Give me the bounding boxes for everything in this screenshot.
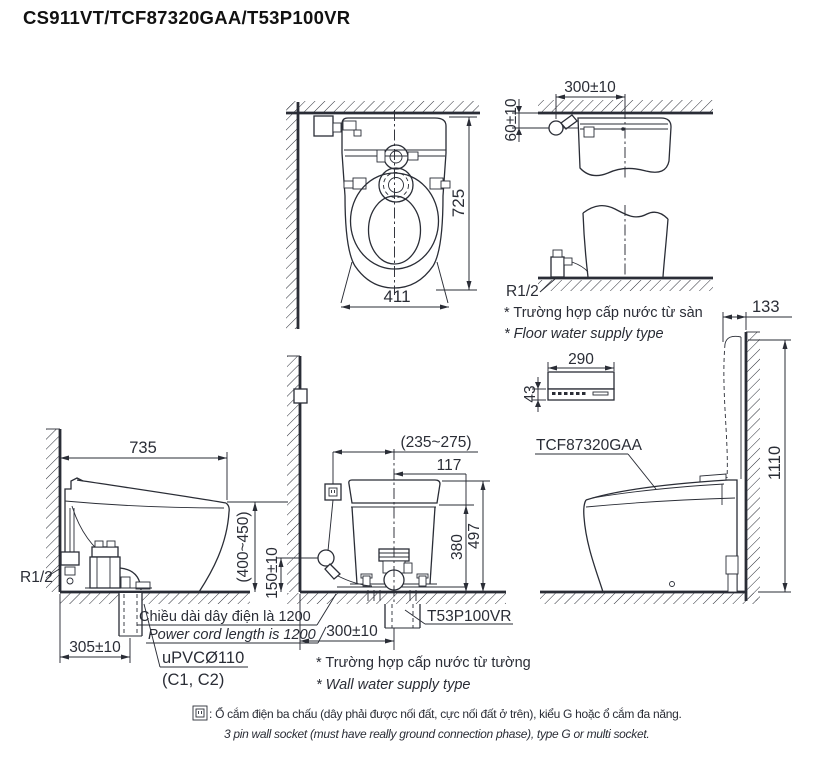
rear-wall-supply-view: (235~275) 117 497 380 (400~450) 150±10 3…: [227, 355, 531, 693]
wall-hatch-right: [747, 332, 760, 601]
socket-symbol: [324, 452, 342, 552]
washlet-model-label: TCF87320GAA: [536, 437, 643, 454]
thread-label-floor: R1/2: [506, 283, 539, 300]
dim-depth-label: 735: [129, 439, 157, 457]
socket-icon: [192, 705, 208, 721]
drain-unit-label: T53P100VR: [404, 608, 513, 625]
power-cord-labels: Chiều dài dây điện là 1200 Power cord le…: [137, 593, 337, 644]
dim-h-shoulder-label: 380: [449, 534, 466, 560]
dim-remote-height-label: 43: [522, 385, 539, 402]
dim-remote-width: 290: [568, 351, 594, 368]
dim-drain-offset-rear-label: 300±10: [326, 623, 378, 640]
footer-note: : Ổ cắm điện ba chấu (dây phải được nối …: [192, 705, 682, 741]
dim-valve-height-label: 150±10: [264, 547, 281, 599]
rear-dimensions: (235~275) 117 497 380 (400~450) 150±10 3…: [227, 434, 490, 650]
dim-305: 305±10: [59, 594, 131, 663]
plan-wall-supply-view: 300±10 60±10: [503, 79, 713, 178]
dim-total-height-label: 1110: [766, 446, 784, 480]
remote-control: 290 43: [522, 351, 615, 412]
wall-supply-note-en: * Wall water supply type: [316, 677, 470, 693]
plan-supply-valve: [313, 115, 345, 137]
dim-h-tank-top-label: 497: [466, 523, 483, 549]
cord-label-en: Power cord length is 1200: [148, 627, 316, 643]
floor-supply-note-en: * Floor water supply type: [504, 326, 664, 342]
cord-label-vi: Chiều dài dây điện là 1200: [139, 609, 311, 625]
pipe-labels: uPVCØ110 (C1, C2): [143, 603, 248, 689]
dim-133: 133: [722, 298, 792, 342]
floor-supply-note-vi: * Trường hợp cấp nước từ sàn: [504, 305, 703, 321]
toilet-profile-right: [583, 473, 739, 593]
footer-note-vi: : Ổ cắm điện ba chấu (dây phải được nối …: [209, 706, 681, 721]
footer-note-en: 3 pin wall socket (must have really grou…: [224, 727, 649, 741]
dim-60: 60±10: [503, 98, 549, 142]
dim-plan-depth: 725: [449, 189, 468, 217]
thread-label-left: R1/2: [20, 569, 53, 586]
wall-hose: [723, 335, 742, 479]
drain-model-label: T53P100VR: [427, 608, 511, 625]
toilet-partial-plan: [577, 108, 672, 178]
dim-drain-offset-label: 305±10: [69, 639, 121, 656]
side-view-right: 133 1110 TCF87320GAA: [535, 298, 792, 604]
rear-drain-pipe: [384, 604, 421, 629]
floor-hatch-left: [60, 593, 250, 604]
washlet-label: TCF87320GAA: [535, 437, 657, 490]
toilet-rear-outline: [337, 449, 465, 633]
dim-socket-offset-label: (235~275): [400, 434, 471, 451]
wall-supply-note-vi: * Trường hợp cấp nước từ tường: [316, 655, 531, 671]
pipe-label: uPVCØ110: [162, 649, 244, 667]
toilet-profile-left: [64, 477, 230, 593]
wall-hatch-rear: [287, 356, 299, 592]
drain-pipe-below-floor: [118, 593, 143, 637]
plan-dimensions: 725 411: [340, 116, 477, 310]
dim-735: 735: [60, 439, 228, 500]
remote-buttons: [552, 391, 609, 396]
wall-socket-box: [293, 388, 308, 404]
dim-plan-width: 411: [383, 287, 410, 306]
floor-hatch: [538, 280, 713, 291]
wall-hatch-top: [287, 101, 479, 112]
wall-hatch-left2: [46, 429, 59, 592]
wall-hatch: [538, 100, 713, 112]
plan-view: 725 411: [286, 101, 480, 329]
wall-hatch-left: [286, 103, 297, 329]
dim-tank-cap-label: 117: [437, 457, 462, 474]
side-view-left: R1/2 735 305±10 Chiều dài dây điện là 12…: [20, 428, 337, 689]
pipe-class-label: (C1, C2): [162, 671, 224, 689]
dim-height-label: 60±10: [503, 98, 520, 141]
page-title: CS911VT/TCF87320GAA/T53P100VR: [23, 7, 350, 28]
supply-valve: [548, 114, 578, 136]
toilet-partial-front: [582, 205, 669, 278]
dim-offset-label: 300±10: [564, 79, 616, 96]
dim-1110: 1110: [748, 339, 791, 593]
dim-socket-height-label: (400~450): [235, 511, 252, 582]
dim-remote-height: 43: [522, 377, 546, 412]
floor-supply-view: R1/2 * Trường hợp cấp nước từ sàn * Floo…: [504, 205, 713, 342]
plan-toilet-outline: [341, 110, 451, 295]
floor-hatch-rear: [287, 593, 506, 604]
dim-hose-label: 133: [752, 298, 780, 316]
dim-300-top: 300±10: [555, 79, 626, 119]
floor-supply-valve: [550, 249, 589, 278]
floor-hatch-right: [540, 593, 758, 604]
plumbing-unit: [60, 540, 152, 591]
